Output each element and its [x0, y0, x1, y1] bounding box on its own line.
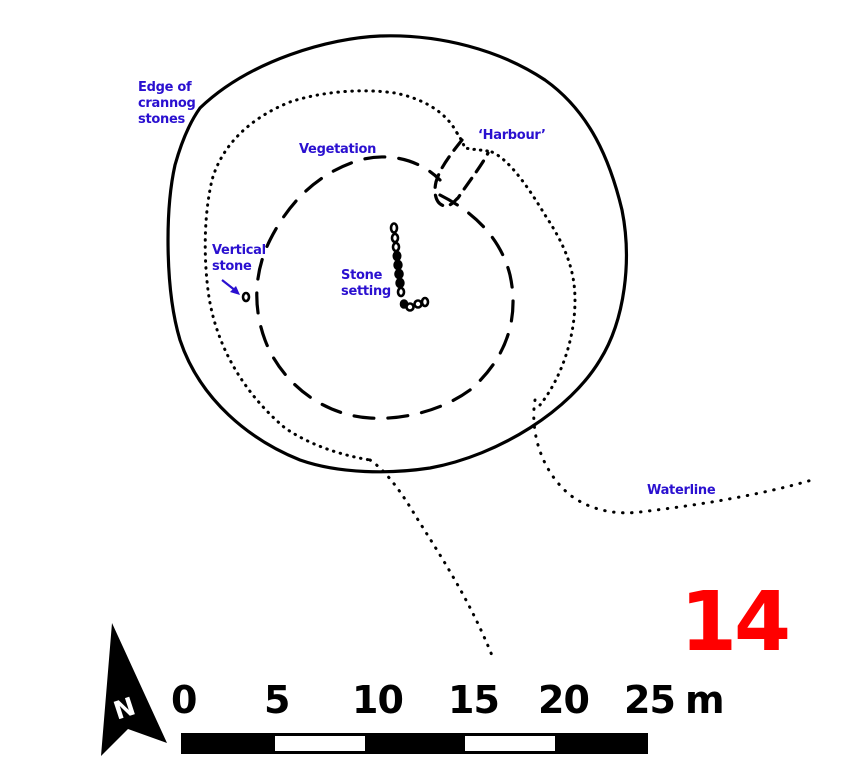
label-line: crannog — [138, 96, 196, 111]
stone-setting-chain — [389, 222, 430, 312]
waterline-dotted-harbour-notch — [455, 131, 494, 154]
label-stone-setting: Stone setting — [341, 268, 391, 300]
vegetation-dashed-ring — [255, 155, 515, 420]
label-line: setting — [341, 284, 391, 299]
label-vertical-stone: Vertical stone — [212, 243, 266, 275]
site-number: 14 — [680, 575, 791, 670]
vertical-stone — [241, 291, 251, 303]
label-line: stones — [138, 112, 185, 127]
label-waterline: Waterline — [647, 483, 716, 498]
label-line: Stone — [341, 268, 383, 283]
label-line: Vertical — [212, 243, 266, 258]
label-vegetation: Vegetation — [299, 142, 377, 157]
north-arrow-icon — [101, 623, 167, 756]
harbour-dashed-inlet — [433, 138, 490, 208]
vertical-stone-arrow-icon — [221, 279, 240, 295]
scale-tick-5: 5 — [264, 678, 290, 722]
label-harbour: ‘Harbour’ — [478, 128, 546, 143]
scale-tick-10: 10 — [352, 678, 404, 722]
label-line: Edge of — [138, 80, 192, 95]
waterline-dotted-east — [490, 150, 577, 407]
scale-tick-0: 0 — [171, 678, 197, 722]
waterline-dotted-south-tail — [368, 458, 495, 660]
waterline-dotted-east-tail — [532, 398, 814, 515]
waterline-dotted-loop — [203, 89, 459, 462]
scale-unit: m — [685, 678, 725, 722]
scale-tick-25: 25 — [624, 678, 676, 722]
label-line: stone — [212, 259, 252, 274]
scale-tick-20: 20 — [538, 678, 590, 722]
crannog-edge-outline — [166, 34, 628, 474]
scale-bar — [181, 733, 648, 754]
scale-tick-15: 15 — [448, 678, 500, 722]
label-edge-of-crannog-stones: Edge of crannog stones — [138, 80, 196, 128]
